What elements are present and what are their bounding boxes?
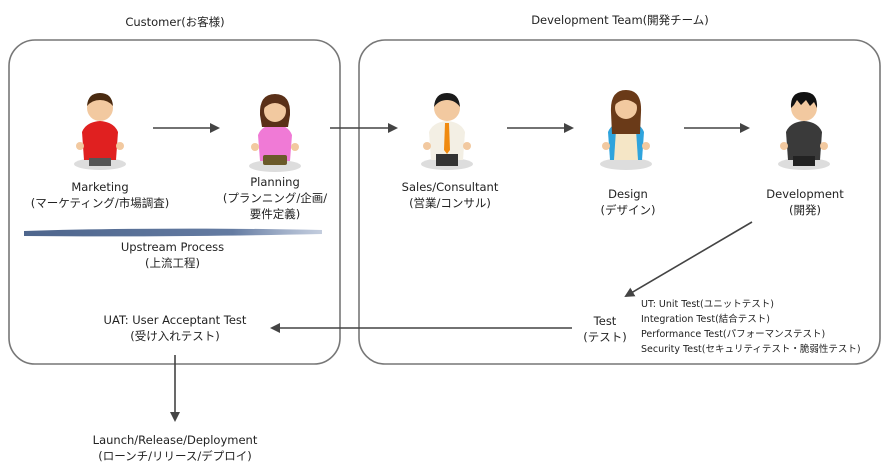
marketing-sub: (マーケティング/市場調査): [30, 196, 170, 210]
marketing-name: Marketing: [71, 180, 129, 194]
marketing-label: Marketing (マーケティング/市場調査): [10, 179, 190, 211]
test-types-list: UT: Unit Test(ユニットテスト) Integration Test(…: [641, 297, 881, 357]
test-sub: (テスト): [583, 330, 627, 344]
customer-group-title: Customer(お客様): [125, 15, 225, 29]
upstream-sub: (上流工程): [145, 256, 200, 270]
design-sub: (デザイン): [600, 203, 656, 217]
uat-sub: (受け入れテスト): [130, 329, 220, 343]
upstream-brush-stroke: [24, 228, 322, 237]
upstream-label: Upstream Process (上流工程): [100, 239, 245, 271]
launch-sub: (ローンチ/リリース/デプロイ): [98, 449, 252, 463]
test-type-item: UT: Unit Test(ユニットテスト): [641, 299, 774, 310]
design-person-icon: [600, 90, 652, 170]
sales-label: Sales/Consultant (営業/コンサル): [385, 179, 515, 211]
development-name: Development: [766, 187, 844, 201]
test-name: Test: [593, 314, 617, 328]
sales-name: Sales/Consultant: [401, 180, 499, 194]
planning-sub-line2: 要件定義): [249, 207, 301, 221]
launch-name: Launch/Release/Deployment: [92, 433, 258, 447]
upstream-name: Upstream Process: [120, 240, 225, 254]
planning-sub-line1: (プランニング/企画/: [222, 191, 328, 205]
sales-person-icon: [421, 93, 473, 170]
test-label: Test (テスト): [570, 313, 640, 345]
arrow-development-to-test: [624, 221, 753, 298]
planning-person-icon: [249, 94, 301, 172]
dev-team-group-title: Development Team(開発チーム): [531, 13, 709, 27]
planning-label: Planning (プランニング/企画/ 要件定義): [205, 174, 345, 222]
test-type-item: Performance Test(パフォーマンステスト): [641, 329, 826, 340]
design-name: Design: [608, 187, 648, 201]
sales-sub: (営業/コンサル): [409, 196, 491, 210]
design-label: Design (デザイン): [568, 186, 688, 218]
development-person-icon: [778, 92, 830, 170]
planning-name: Planning: [250, 175, 300, 189]
marketing-person-icon: [74, 93, 126, 170]
test-type-item: Security Test(セキュリティテスト・脆弱性テスト): [641, 344, 861, 355]
development-sub: (開発): [789, 203, 821, 217]
dev-team-group-box: [358, 39, 881, 365]
uat-label: UAT: User Acceptant Test (受け入れテスト): [80, 312, 270, 344]
test-type-item: Integration Test(結合テスト): [641, 314, 770, 325]
launch-label: Launch/Release/Deployment (ローンチ/リリース/デプロ…: [75, 432, 275, 464]
uat-name: UAT: User Acceptant Test: [103, 313, 247, 327]
development-label: Development (開発): [745, 186, 865, 218]
